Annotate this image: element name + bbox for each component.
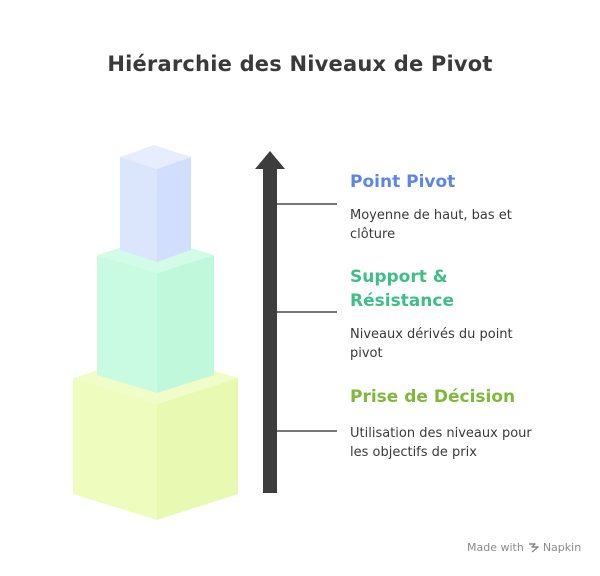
level-title-point-pivot: Point Pivot <box>350 172 456 192</box>
block-pivot-top <box>120 145 191 169</box>
napkin-brand-label: Napkin <box>542 541 582 554</box>
level-desc-support-resistance: Niveaux dérivés du point pivot <box>350 327 513 361</box>
block-decision-right <box>157 378 238 520</box>
level-title-decision: Prise de Décision <box>350 387 516 407</box>
block-sr-right <box>157 255 214 393</box>
block-sr-left <box>97 255 157 393</box>
arrow-head <box>255 151 285 169</box>
level-title-support-resistance: Support & Résistance <box>350 267 454 311</box>
block-decision-left <box>73 378 157 520</box>
level-desc-decision: Utilisation des niveaux pour les objecti… <box>350 426 532 460</box>
made-with-label: Made with <box>467 541 524 554</box>
diagram-title: Hiérarchie des Niveaux de Pivot <box>107 52 493 76</box>
block-point-pivot <box>120 145 191 262</box>
level-desc-point-pivot: Moyenne de haut, bas et clôture <box>350 208 512 242</box>
block-support-resistance <box>97 237 214 393</box>
made-with-napkin-badge: Made with Napkin <box>467 541 581 554</box>
arrow-shaft <box>263 165 277 493</box>
block-pivot-left <box>120 157 157 262</box>
napkin-logo-icon <box>528 542 539 553</box>
hierarchy-arrow <box>255 151 285 493</box>
block-pivot-right <box>157 157 191 262</box>
